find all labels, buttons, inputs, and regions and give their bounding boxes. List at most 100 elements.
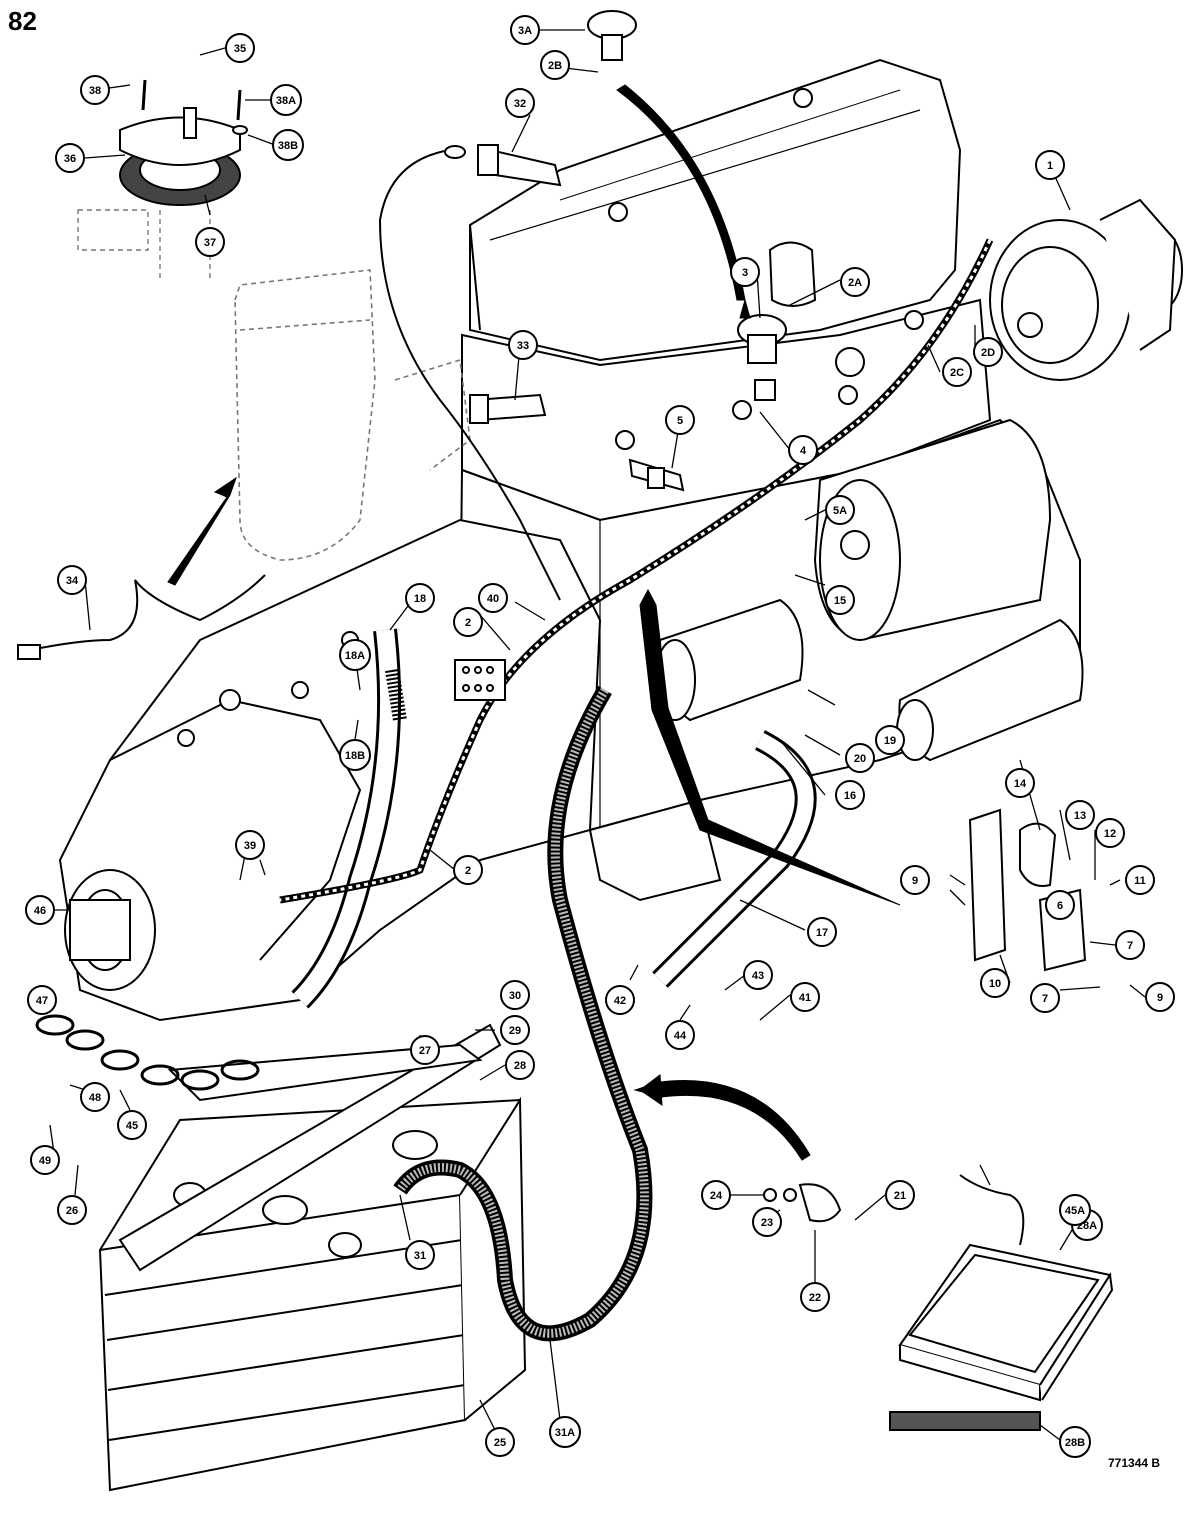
battery-cable-31a-braid bbox=[396, 687, 649, 1338]
oil-pressure-sender bbox=[469, 393, 547, 424]
callout-44: 44 bbox=[665, 1020, 695, 1050]
connector-block bbox=[454, 659, 506, 701]
callout-label: 25 bbox=[494, 1437, 506, 1449]
callout-48: 48 bbox=[80, 1082, 110, 1112]
callout-23: 23 bbox=[752, 1207, 782, 1237]
directional-arrows bbox=[167, 84, 901, 1161]
callout-45: 45 bbox=[117, 1110, 147, 1140]
callout-label: 18B bbox=[345, 750, 365, 762]
callout-2d: 2D bbox=[973, 337, 1003, 367]
callout-label: 15 bbox=[834, 595, 846, 607]
callout-49: 49 bbox=[30, 1145, 60, 1175]
callout-40: 40 bbox=[478, 583, 508, 613]
callout-label: 1 bbox=[1047, 160, 1053, 172]
callout-label: 14 bbox=[1014, 778, 1027, 790]
alternator bbox=[989, 198, 1183, 381]
callout-bubbles: 1222A2B2C2D33A455A6779910111213141516171… bbox=[25, 15, 1175, 1458]
callout-label: 38B bbox=[278, 140, 298, 152]
callout-20: 20 bbox=[845, 743, 875, 773]
callout-label: 2D bbox=[981, 347, 995, 359]
callout-label: 23 bbox=[761, 1217, 773, 1229]
callout-label: 2C bbox=[950, 367, 964, 379]
callout-2b: 2B bbox=[540, 50, 570, 80]
callout-label: 24 bbox=[710, 1190, 723, 1202]
callout-label: 10 bbox=[989, 978, 1001, 990]
callout-39: 39 bbox=[235, 830, 265, 860]
transmission bbox=[58, 518, 602, 1022]
callout-label: 32 bbox=[514, 98, 526, 110]
callout-25: 25 bbox=[485, 1427, 515, 1457]
callout-label: 4 bbox=[800, 445, 807, 457]
callout-label: 34 bbox=[66, 575, 79, 587]
callout-26: 26 bbox=[57, 1195, 87, 1225]
relay-bracket bbox=[968, 808, 1087, 972]
callout-1: 1 bbox=[1035, 150, 1065, 180]
callout-37: 37 bbox=[195, 227, 225, 257]
leader-lines bbox=[47, 29, 1146, 1441]
callout-label: 3A bbox=[518, 25, 532, 37]
callout-6: 6 bbox=[1045, 890, 1075, 920]
callout-label: 43 bbox=[752, 970, 764, 982]
callout-label: 12 bbox=[1104, 828, 1116, 840]
callout-label: 2B bbox=[548, 60, 562, 72]
callout-18b: 18B bbox=[339, 739, 371, 771]
detail-inset-35-38 bbox=[119, 79, 248, 206]
callout-label: 20 bbox=[854, 753, 866, 765]
callout-2: 2 bbox=[453, 607, 483, 637]
ground-strap-18-braid bbox=[385, 668, 407, 722]
callout-24: 24 bbox=[701, 1180, 731, 1210]
callout-3a: 3A bbox=[510, 15, 540, 45]
callout-31a: 31A bbox=[549, 1416, 581, 1448]
battery-pack bbox=[98, 1096, 527, 1492]
battery-tray-28a bbox=[898, 1243, 1114, 1402]
callout-28: 28 bbox=[505, 1050, 535, 1080]
callout-22: 22 bbox=[800, 1282, 830, 1312]
drawing-id: 771344 B bbox=[1108, 1456, 1161, 1470]
callout-19: 19 bbox=[875, 725, 905, 755]
callout-16: 16 bbox=[835, 780, 865, 810]
callout-label: 30 bbox=[509, 990, 521, 1002]
callout-12: 12 bbox=[1095, 818, 1125, 848]
callout-label: 18A bbox=[345, 650, 365, 662]
callout-label: 2 bbox=[465, 617, 471, 629]
sender-5 bbox=[628, 458, 685, 492]
callout-label: 6 bbox=[1057, 900, 1063, 912]
callout-label: 38A bbox=[276, 95, 296, 107]
callout-2a: 2A bbox=[840, 267, 870, 297]
callout-label: 39 bbox=[244, 840, 256, 852]
callout-label: 7 bbox=[1042, 993, 1048, 1005]
callout-18: 18 bbox=[405, 583, 435, 613]
callout-label: 18 bbox=[414, 593, 426, 605]
callout-label: 31 bbox=[414, 1250, 426, 1262]
callout-2c: 2C bbox=[942, 357, 972, 387]
callout-label: 40 bbox=[487, 593, 499, 605]
callout-label: 47 bbox=[36, 995, 48, 1007]
callout-label: 42 bbox=[614, 995, 626, 1007]
callout-label: 28 bbox=[514, 1060, 526, 1072]
callout-label: 11 bbox=[1134, 875, 1146, 887]
callout-label: 44 bbox=[674, 1030, 687, 1042]
callout-label: 46 bbox=[34, 905, 46, 917]
callout-label: 36 bbox=[64, 153, 76, 165]
oil-filter-phantom bbox=[234, 269, 471, 561]
callout-36: 36 bbox=[55, 143, 85, 173]
callout-29: 29 bbox=[500, 1015, 530, 1045]
callout-label: 48 bbox=[89, 1092, 101, 1104]
callout-27: 27 bbox=[410, 1035, 440, 1065]
callout-32: 32 bbox=[505, 88, 535, 118]
temp-sender-wire bbox=[378, 149, 561, 601]
callout-label: 7 bbox=[1127, 940, 1133, 952]
callout-5: 5 bbox=[665, 405, 695, 435]
callout-9: 9 bbox=[900, 865, 930, 895]
callout-7: 7 bbox=[1030, 983, 1060, 1013]
callout-5a: 5A bbox=[825, 495, 855, 525]
callout-label: 2A bbox=[848, 277, 862, 289]
callout-label: 28B bbox=[1065, 1437, 1085, 1449]
callout-31: 31 bbox=[405, 1240, 435, 1270]
callout-10: 10 bbox=[980, 968, 1010, 998]
callout-2: 2 bbox=[453, 855, 483, 885]
jumper-45a bbox=[959, 1174, 1025, 1246]
callout-label: 45A bbox=[1065, 1205, 1085, 1217]
callout-45a: 45A bbox=[1059, 1194, 1091, 1226]
